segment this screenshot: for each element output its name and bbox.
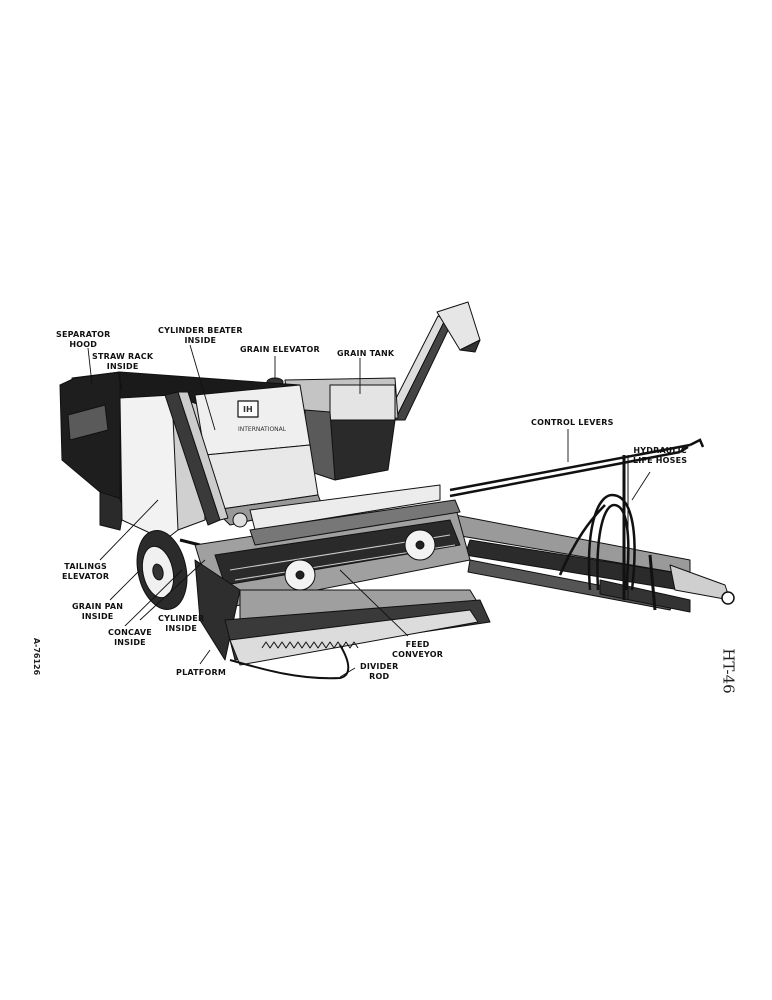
tow-hitch-frame <box>454 514 735 613</box>
tailings-elevator <box>164 391 248 528</box>
label-tailings-elevator-line1: TAILINGS <box>64 562 107 571</box>
label-cylinder-line1: CYLINDER <box>158 614 205 623</box>
side-code: A-76126 <box>32 637 42 676</box>
label-grain-elevator-line1: GRAIN ELEVATOR <box>240 345 320 354</box>
label-grain-pan: GRAIN PAN INSIDE <box>72 602 123 622</box>
label-hydraulic-hoses-line2: LIFE HOSES <box>633 456 688 465</box>
label-straw-rack: STRAW RACK INSIDE <box>92 352 153 372</box>
grain-elevator-spout <box>384 301 481 421</box>
leader-lines <box>87 344 651 678</box>
label-grain-tank: GRAIN TANK <box>337 349 394 359</box>
label-grain-elevator: GRAIN ELEVATOR <box>240 345 320 355</box>
label-feed-conveyor-line2: CONVEYOR <box>392 650 444 659</box>
label-divider-rod: DIVIDER ROD <box>360 662 398 682</box>
label-cylinder: CYLINDER INSIDE <box>158 614 204 634</box>
label-separator-hood-line2: HOOD <box>69 340 98 349</box>
cylinder-housing <box>194 384 323 526</box>
label-grain-pan-line2: INSIDE <box>81 612 114 621</box>
label-hydraulic-hoses: HYDRAULIC LIFE HOSES <box>633 446 687 466</box>
decal-logo: IH <box>243 405 253 414</box>
label-separator-hood-line1: SEPARATOR <box>56 330 111 339</box>
label-separator-hood: SEPARATOR HOOD <box>56 330 111 350</box>
label-grain-tank-line1: GRAIN TANK <box>337 349 395 358</box>
grain-tank <box>266 377 399 481</box>
label-concave-line2: INSIDE <box>114 638 146 647</box>
feed-conveyor <box>194 484 471 611</box>
label-cylinder-line2: INSIDE <box>165 624 198 633</box>
control-levers <box>449 438 705 498</box>
label-concave-line1: CONCAVE <box>108 628 152 637</box>
decal-maker: INTERNATIONAL <box>238 426 287 433</box>
label-tailings-elevator: TAILINGS ELEVATOR <box>62 562 109 582</box>
left-wheel <box>136 530 201 610</box>
label-grain-pan-line1: GRAIN PAN <box>72 602 124 611</box>
label-control-levers-line1: CONTROL LEVERS <box>531 418 614 427</box>
hydraulic-hoses <box>558 455 636 600</box>
divider-rod <box>229 644 350 680</box>
label-control-levers: CONTROL LEVERS <box>531 418 614 428</box>
label-cylinder-beater-line1: CYLINDER BEATER <box>158 326 243 335</box>
label-cylinder-beater-line2: INSIDE <box>184 336 217 345</box>
plate-code: HT-46 <box>719 648 738 694</box>
label-straw-rack-line1: STRAW RACK <box>92 352 154 361</box>
label-feed-conveyor-line1: FEED <box>405 640 430 649</box>
label-divider-rod-line1: DIVIDER <box>360 662 399 671</box>
label-straw-rack-line2: INSIDE <box>106 362 139 371</box>
label-cylinder-beater: CYLINDER BEATER INSIDE <box>158 326 243 346</box>
platform <box>194 559 491 666</box>
label-tailings-elevator-line2: ELEVATOR <box>62 572 110 581</box>
label-hydraulic-hoses-line1: HYDRAULIC <box>633 446 687 455</box>
label-divider-rod-line2: ROD <box>369 672 390 681</box>
reel-wheels <box>284 529 436 591</box>
label-feed-conveyor: FEED CONVEYOR <box>392 640 443 660</box>
label-concave: CONCAVE INSIDE <box>108 628 152 648</box>
label-platform-line1: PLATFORM <box>176 668 226 677</box>
label-platform: PLATFORM <box>176 668 226 678</box>
